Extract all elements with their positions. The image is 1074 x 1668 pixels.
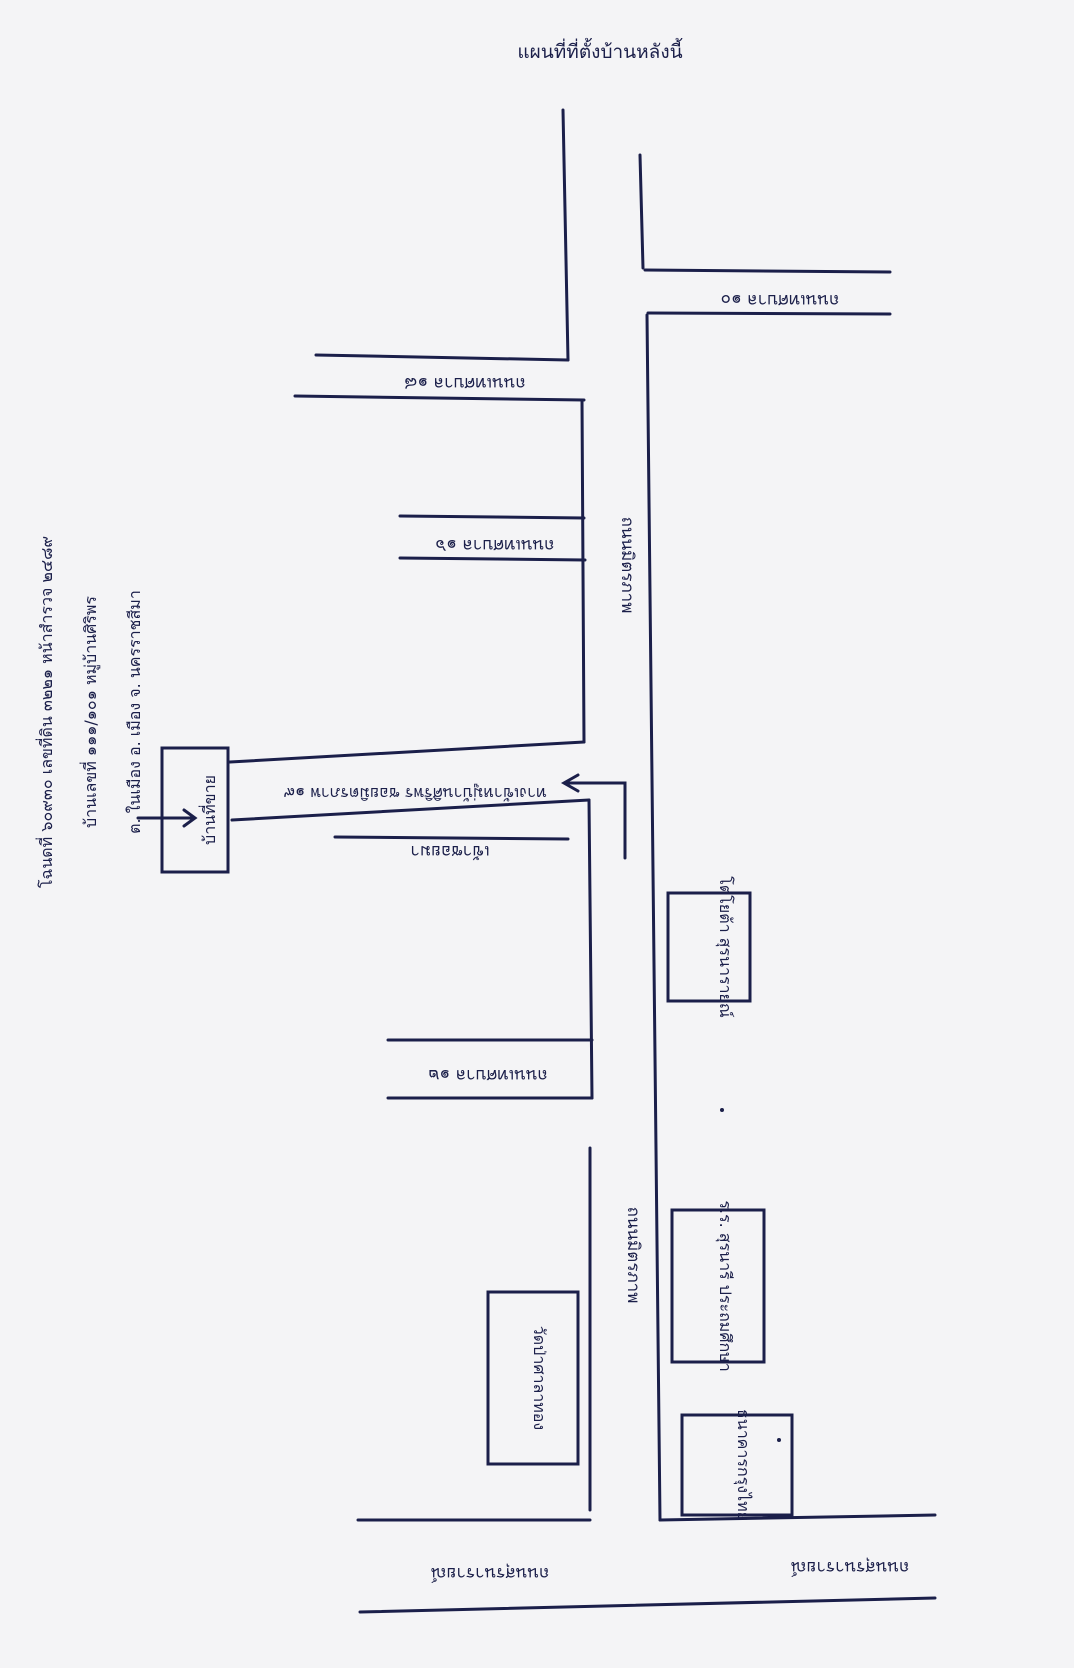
soi-2-lower-edge <box>293 394 586 402</box>
turn-arrow-icon <box>560 773 580 793</box>
soi-top-lower-edge <box>646 311 892 316</box>
soi-entrance-upper-edge <box>228 740 586 764</box>
soi-3-upper-edge <box>398 514 586 520</box>
bank-label: ธนาคารกรุงไทย <box>733 1409 753 1521</box>
school-label: ร.ร. สุรนารี ประถมศึกษา <box>715 1200 735 1371</box>
main-road-label-lower: ถนนมิตรภาพ <box>623 1207 643 1304</box>
bottom-road-label-left: ถนนสุรนารายณ์ <box>430 1563 549 1583</box>
bank-box <box>680 1413 794 1517</box>
main-road-label-upper: ถนนมิตรภาพ <box>617 517 637 614</box>
instruction-label: เข้าซอยมา <box>410 841 489 861</box>
toyota-label: โตโยต้า สุรนารายณ์ <box>715 876 735 1018</box>
toyota-box <box>666 891 752 1003</box>
turn-path <box>566 781 627 860</box>
soi-3-label: ถนนเทศบาล ๑๖ <box>435 535 554 555</box>
house-label: บ้านที่ขาย <box>198 775 219 845</box>
bottom-road-lower-edge <box>358 1596 937 1614</box>
ink-dot <box>720 1108 724 1112</box>
house-box <box>160 746 230 874</box>
address-line-3: ต. ในเมือง อ. เมือง จ. นครราชสีมา <box>125 590 144 834</box>
main-road-right-edge <box>638 153 662 1522</box>
soi-top-upper-edge <box>643 268 892 274</box>
address-line-2: บ้านเลขที่ ๑๑๑/๑๐๑ หมู่บ้านศิริพร <box>79 596 101 828</box>
soi-entrance-label: ทางเข้าหมู่บ้านศิริพร ซอยมิตรภาพ ๑๙ <box>283 783 546 803</box>
address-line-1: โฉนดที่ ๖๐๙๓๐ เลขที่ดิน ๓๒๒๑ หน้าสำรวจ ๒… <box>35 536 56 888</box>
soi-top-label: ถนนเทศบาล ๑๐ <box>721 290 840 310</box>
soi-entrance-lower-edge <box>230 798 591 822</box>
soi-3-lower-edge <box>398 556 587 562</box>
soi-2-upper-edge <box>314 353 570 362</box>
map-title: แผนที่ที่ตั้งบ้านหลังนี้ <box>517 38 683 63</box>
instruction-line <box>333 835 570 841</box>
soi-5-label: ถนนเทศบาล ๑๒ <box>428 1065 548 1085</box>
school-box <box>670 1208 766 1364</box>
soi-2-label: ถนนเทศบาล ๑๘ <box>404 373 525 393</box>
main-road-left-edge <box>561 108 594 1512</box>
temple-label: วัดป่าศาลาทอง <box>530 1326 549 1430</box>
ink-dot <box>777 1438 781 1442</box>
house-arrow-icon <box>136 808 198 828</box>
bottom-road-label-right: ถนนสุรนารายณ์ <box>790 1557 909 1577</box>
bottom-road-right-upper-edge <box>658 1513 937 1522</box>
temple-box <box>486 1290 580 1466</box>
